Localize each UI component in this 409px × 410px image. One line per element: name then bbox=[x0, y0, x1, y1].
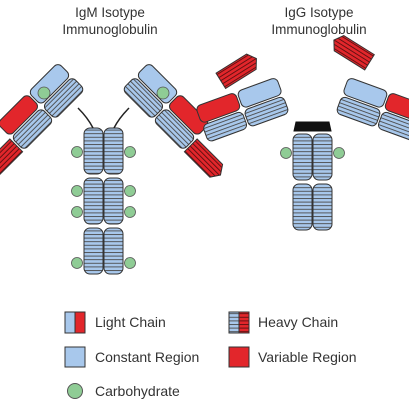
legend-constant-region-swatch bbox=[64, 346, 86, 368]
igg-heavy-chain-stem bbox=[292, 133, 333, 231]
legend-constant-region-label: Constant Region bbox=[95, 349, 200, 365]
igm-carbohydrates bbox=[37, 86, 170, 269]
igg-title-line1: IgG Isotype bbox=[284, 5, 354, 20]
igg-left-tip bbox=[215, 53, 257, 90]
igm-hinge-left bbox=[77, 107, 94, 129]
igg-carbohydrates bbox=[280, 147, 345, 159]
igm-title-line2: Immunoglobulin bbox=[62, 22, 158, 37]
igm-left-arm bbox=[0, 64, 84, 178]
legend-variable-region-swatch bbox=[228, 346, 250, 368]
igg-left-variable-heavy bbox=[187, 88, 190, 91]
igm-antibody bbox=[0, 64, 224, 275]
igm-heavy-chain-stem bbox=[83, 127, 124, 275]
igg-right-arm bbox=[336, 78, 409, 142]
legend-carbohydrate-swatch bbox=[67, 383, 83, 399]
legend-heavy-chain-label: Heavy Chain bbox=[258, 314, 339, 330]
legend-light-chain-swatch bbox=[64, 311, 86, 334]
igg-hinge bbox=[293, 121, 332, 132]
igg-antibody bbox=[187, 34, 409, 231]
legend-carbohydrate-label: Carbohydrate bbox=[95, 383, 180, 399]
legend-heavy-chain-swatch bbox=[228, 311, 250, 334]
legend-variable-region-label: Variable Region bbox=[258, 349, 357, 365]
igg-left-arm bbox=[196, 78, 289, 142]
igg-title-line2: Immunoglobulin bbox=[271, 22, 367, 37]
igm-hinge-right bbox=[113, 107, 130, 129]
igg-right-tip bbox=[333, 34, 375, 71]
igm-title-line1: IgM Isotype bbox=[75, 5, 145, 20]
legend bbox=[64, 311, 250, 399]
igm-title: IgM Isotype Immunoglobulin bbox=[25, 4, 195, 38]
igg-title: IgG Isotype Immunoglobulin bbox=[234, 4, 404, 38]
legend-light-chain-label: Light Chain bbox=[95, 314, 166, 330]
